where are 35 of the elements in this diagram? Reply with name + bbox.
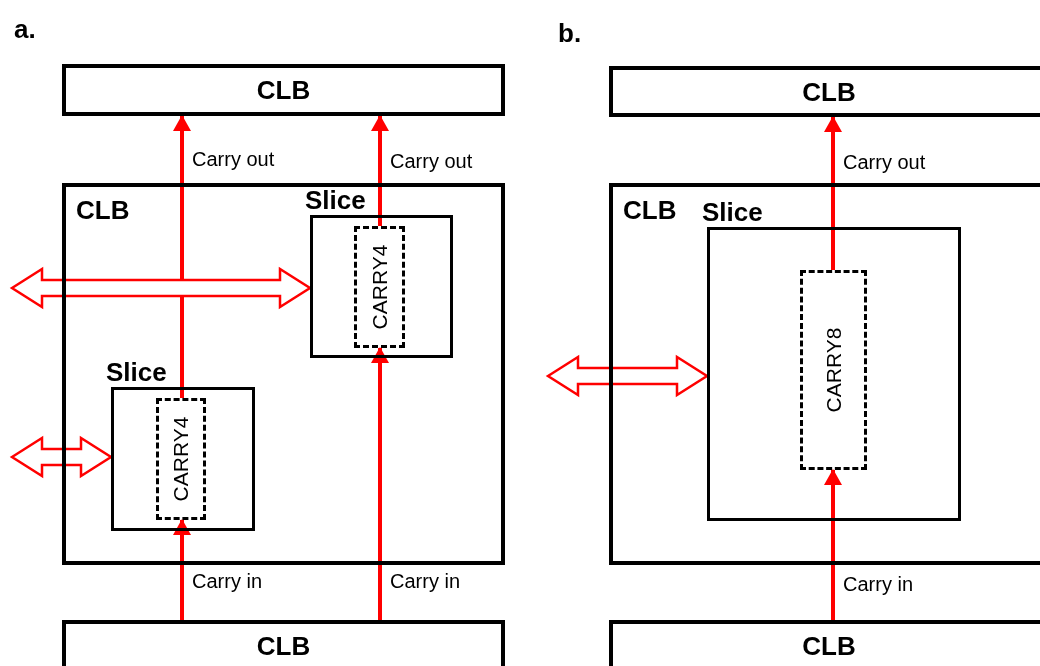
slice-heading: Slice [106,357,167,388]
slice-heading: Slice [702,197,763,228]
double-arrow [545,354,710,398]
arrow [824,469,842,620]
slice-heading: Slice [305,185,366,216]
arrow [173,519,191,620]
carry-label: CARRY8 [821,327,846,413]
clb-box [609,66,1040,117]
edge-label: Carry in [841,573,915,596]
carry-label: CARRY4 [367,244,392,330]
clb-label: CLB [623,195,677,226]
clb-label: CLB [76,195,130,226]
clb-box [609,183,1040,565]
carry-chain-box [354,226,405,348]
clb-label: CLB [801,630,857,662]
clb-box [62,183,505,565]
carry-chain-box [800,270,867,470]
clb-label: CLB [255,74,312,106]
double-arrow [9,266,313,310]
carry-chain-box [156,398,206,520]
edge-label: Carry in [190,570,264,593]
arrow [824,116,842,270]
double-arrow [9,435,114,479]
arrow [371,115,389,226]
clb-box [62,64,505,116]
clb-box [609,620,1040,666]
clb-label: CLB [801,76,857,107]
clb-label: CLB [255,630,312,662]
carry-label: CARRY4 [169,416,193,502]
arrow [173,115,191,398]
panel-label: b. [558,18,582,49]
arrow [371,347,389,620]
panel-label: a. [14,14,36,45]
edge-label: Carry in [388,570,462,593]
clb-box [62,620,505,666]
